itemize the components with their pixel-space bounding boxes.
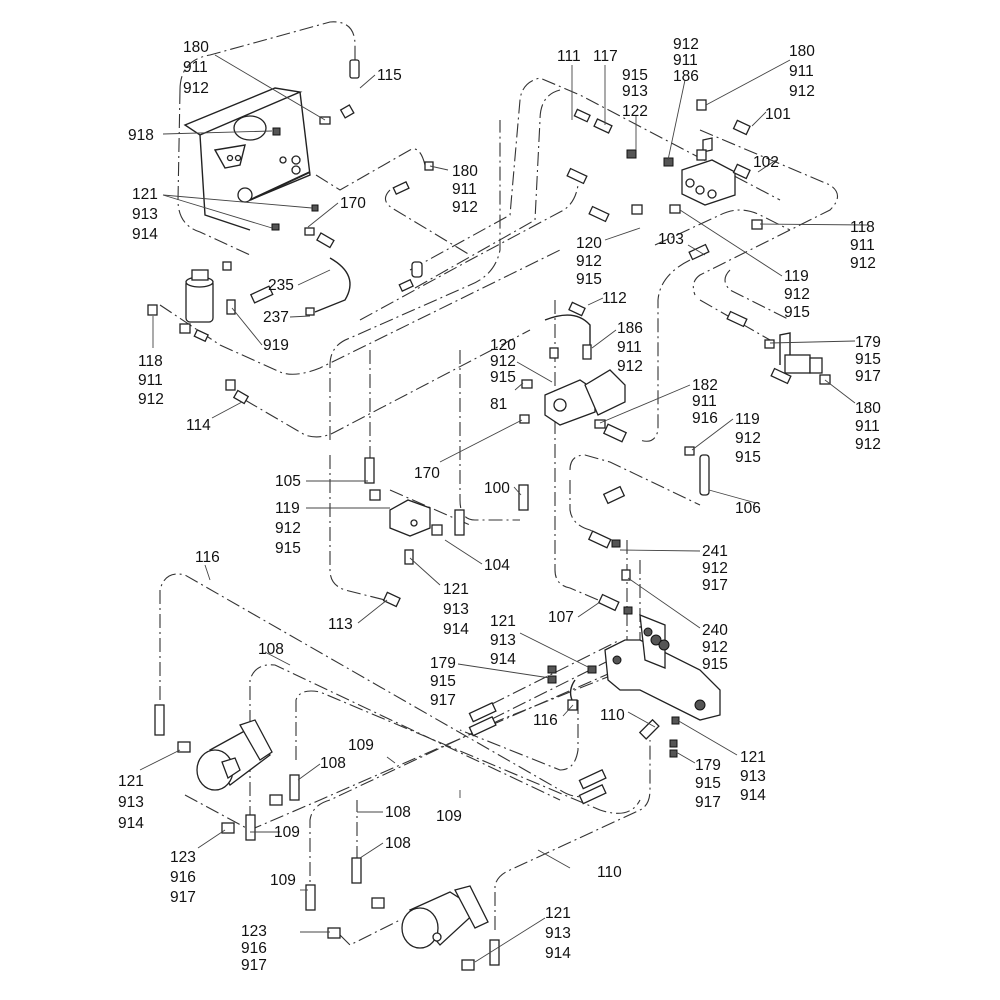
callout-label: 108 bbox=[258, 641, 284, 658]
callout-label: 170 bbox=[414, 465, 440, 482]
hose-top-long-2 bbox=[414, 89, 561, 289]
hose-tank-outline bbox=[179, 21, 356, 91]
hose-tank-left bbox=[177, 89, 251, 256]
manifold-mount-plate bbox=[604, 613, 721, 721]
hose-180-right-lower bbox=[724, 269, 791, 321]
hose-100-loop bbox=[459, 350, 520, 521]
callout-label: 109 bbox=[348, 737, 374, 754]
hose-179-right bbox=[699, 299, 771, 341]
callout-label: 100 bbox=[484, 480, 510, 497]
callout-label: 102 bbox=[753, 154, 779, 171]
callout-label: 170 bbox=[340, 195, 366, 212]
fittings bbox=[147, 59, 831, 971]
callout-label: 109 bbox=[270, 872, 296, 889]
callout-label: 109 bbox=[274, 824, 300, 841]
callout-label: 113 bbox=[328, 616, 353, 633]
hose-114 bbox=[244, 329, 531, 438]
hose-113 bbox=[329, 455, 386, 601]
hydraulic-tank bbox=[183, 87, 311, 231]
callout-label: 116 bbox=[195, 549, 220, 566]
callout-label: 117 bbox=[593, 48, 618, 65]
hose-tank-right bbox=[315, 148, 426, 191]
solenoid-valve bbox=[779, 332, 823, 374]
hose-filter-loop bbox=[159, 249, 561, 375]
callout-label: 116 bbox=[533, 712, 558, 729]
hydraulic-motor-bottom bbox=[401, 885, 489, 949]
callout-label: 107 bbox=[548, 609, 574, 626]
callout-label: 103 bbox=[658, 231, 684, 248]
hose-110 bbox=[494, 740, 651, 930]
callout-label: 101 bbox=[765, 106, 791, 123]
hose-123-bottom bbox=[339, 919, 401, 946]
hose-106-loop bbox=[569, 454, 701, 506]
hose-115 bbox=[359, 184, 579, 321]
callout-label: 109 bbox=[436, 808, 462, 825]
leader-lines bbox=[139, 54, 869, 963]
hose-107-loop bbox=[554, 300, 611, 606]
callout-label: 918 bbox=[128, 127, 154, 144]
callout-label: 108 bbox=[385, 835, 411, 852]
callout-label: 237 bbox=[263, 309, 289, 326]
hose-241 bbox=[569, 480, 611, 541]
hose-lines bbox=[159, 21, 839, 946]
filter-canister bbox=[185, 269, 214, 323]
hose-103-down bbox=[639, 259, 691, 442]
hose-109-b bbox=[309, 659, 651, 900]
callout-label: 81 bbox=[490, 396, 507, 413]
callout-label: 111 bbox=[557, 48, 581, 65]
hose-top-long-3 bbox=[329, 120, 501, 440]
valve-manifold-block bbox=[681, 137, 736, 206]
hose-top-long-1 bbox=[409, 77, 781, 271]
callout-label: 104 bbox=[484, 557, 510, 574]
hose-116-short bbox=[459, 700, 579, 771]
hydraulic-pump bbox=[544, 369, 626, 426]
callout-label: 114 bbox=[186, 417, 211, 434]
hose-180-right bbox=[384, 189, 471, 256]
small-valve-block bbox=[389, 499, 431, 537]
callout-label: 110 bbox=[600, 707, 625, 724]
hose-top-right-loop bbox=[692, 129, 839, 296]
callout-label: 235 bbox=[268, 277, 294, 294]
callout-label: 919 bbox=[263, 337, 289, 354]
callout-label: 105 bbox=[275, 473, 301, 490]
hose-108-a bbox=[249, 664, 561, 820]
callout-label: 108 bbox=[320, 755, 346, 772]
callout-label: 106 bbox=[735, 500, 761, 517]
hydraulic-motor-left bbox=[196, 719, 273, 791]
callout-label: 112 bbox=[602, 290, 627, 307]
callout-label: 115 bbox=[377, 67, 402, 84]
callout-label: 108 bbox=[385, 804, 411, 821]
callout-label: 110 bbox=[597, 864, 622, 881]
